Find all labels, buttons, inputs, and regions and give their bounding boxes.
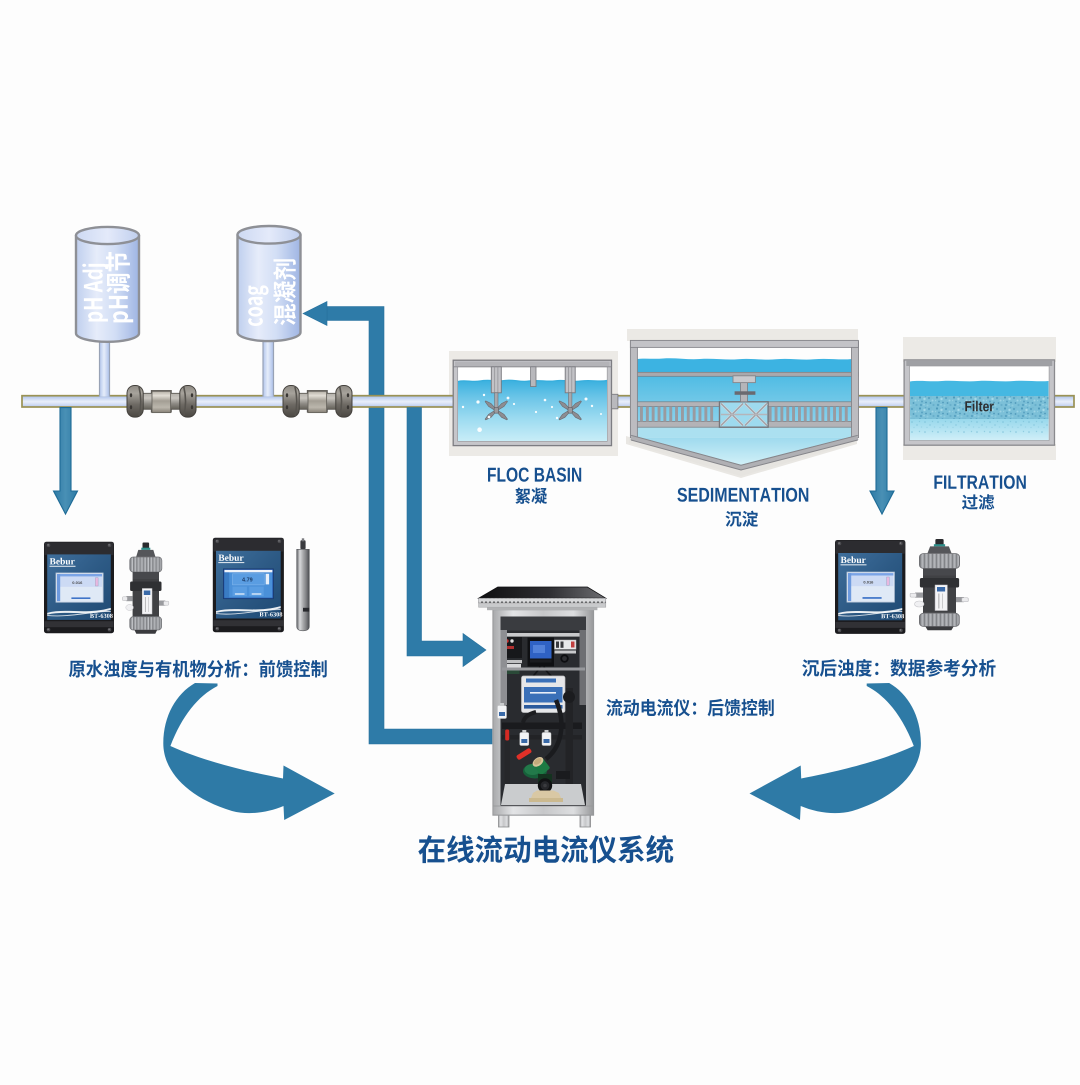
svg-text:0.016: 0.016	[863, 579, 874, 584]
svg-text:4.79: 4.79	[242, 578, 253, 584]
svg-text:0.016: 0.016	[72, 580, 83, 585]
